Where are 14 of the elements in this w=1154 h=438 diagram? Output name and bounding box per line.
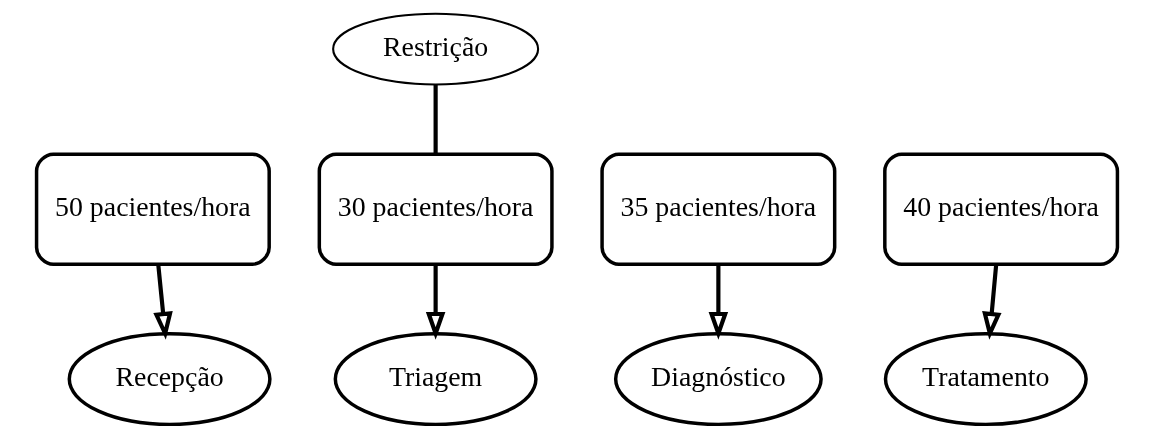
node-ellipse: Restrição [332,12,540,86]
node-ellipse: Triagem [333,332,538,427]
arrow [708,264,729,340]
arrow [982,264,1002,340]
node-box: 35 pacientes/hora [600,152,837,266]
node-box: 50 pacientes/hora [34,152,271,266]
node-ellipse: Diagnóstico [613,332,823,427]
arrow [425,264,446,340]
node-box: 30 pacientes/hora [317,152,554,266]
connector [433,84,438,154]
node-ellipse: Tratamento [883,332,1088,427]
node-box: 40 pacientes/hora [883,152,1120,266]
node-ellipse: Recepção [67,332,272,427]
arrow [153,264,173,340]
